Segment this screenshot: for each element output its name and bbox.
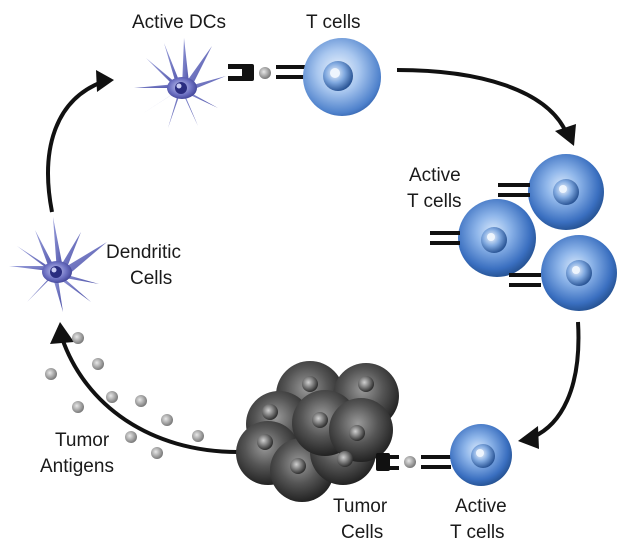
label-active-t-cells-bottom-line2: T cells — [450, 522, 505, 543]
label-tumor-antigens-line1: Tumor — [55, 430, 110, 451]
label-tumor-antigens-line2: Antigens — [40, 456, 114, 477]
active-dendritic-cell — [134, 38, 226, 128]
arrow-tcell-to-active-tcells — [396, 68, 567, 131]
arrowhead-tumor-to-dendritic — [50, 322, 74, 344]
tumor-antigens — [45, 332, 204, 459]
t-cell-naive — [303, 38, 381, 116]
tumor-cell-cluster — [236, 361, 399, 502]
dendritic-cell — [9, 217, 107, 312]
arrowhead-dc-to-active-dc — [96, 70, 114, 92]
active-t-cell-1 — [498, 154, 604, 230]
arrowhead-active-tcells-to-bottom — [518, 426, 539, 449]
label-tumor-cells-line2: Cells — [341, 522, 383, 543]
label-tumor-cells-line1: Tumor — [333, 496, 388, 517]
arrow-tumor-to-dendritic — [60, 337, 239, 454]
label-dendritic-line1: Dendritic — [106, 242, 181, 263]
active-t-cell-2 — [430, 199, 536, 277]
active-t-cell-bottom — [450, 424, 512, 486]
label-active-dcs: Active DCs — [132, 12, 226, 33]
label-t-cells: T cells — [306, 12, 361, 33]
tumor-tcell-synapse — [376, 453, 451, 471]
active-t-cell-3 — [509, 235, 617, 311]
arrow-dc-to-active-dc — [46, 80, 103, 213]
label-active-t-cells-top-line2: T cells — [407, 191, 462, 212]
label-active-t-cells-top-line1: Active — [409, 165, 461, 186]
arrowhead-tcell-to-active-tcells — [555, 124, 576, 146]
label-active-t-cells-bottom-line1: Active — [455, 496, 507, 517]
arrow-active-tcells-to-bottom — [532, 321, 581, 439]
dc-tcell-synapse — [228, 64, 306, 81]
label-dendritic-line2: Cells — [130, 268, 172, 289]
